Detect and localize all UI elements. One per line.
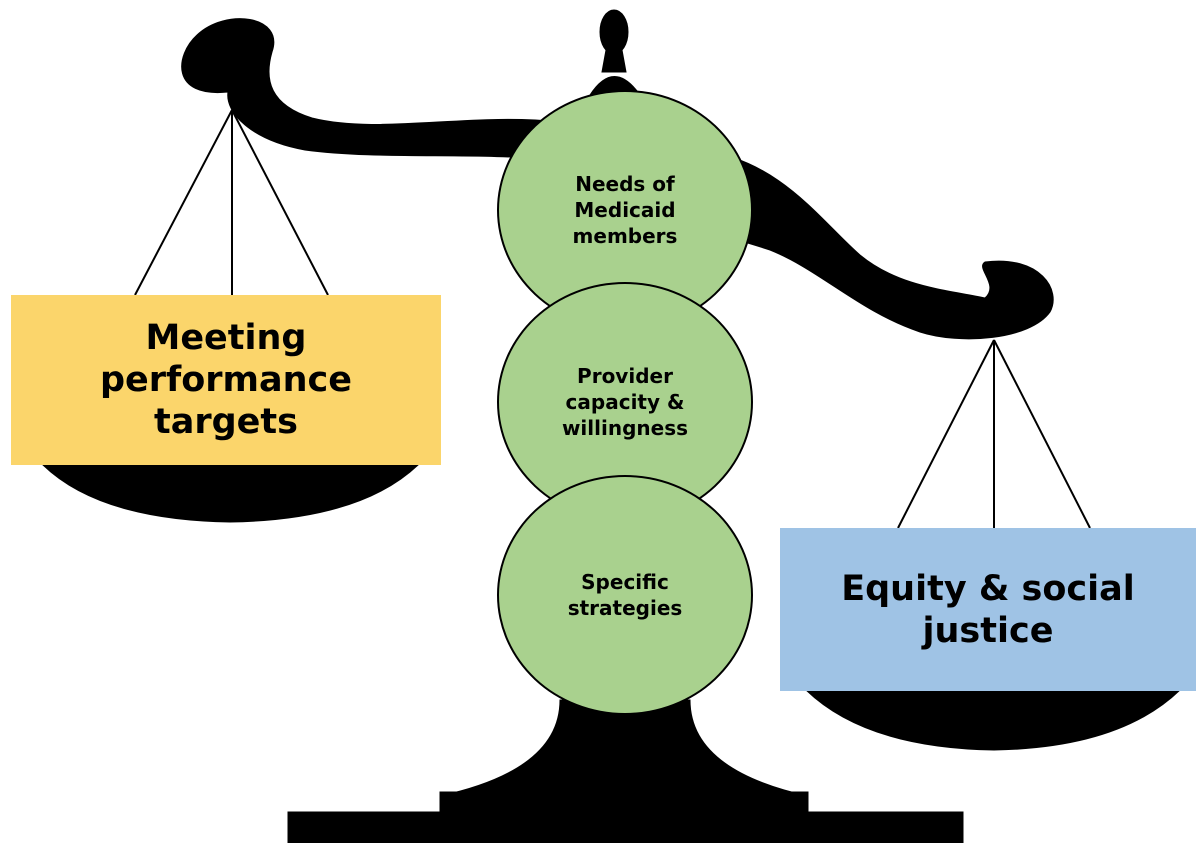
left-pan-label-box: Meeting performance targets — [11, 295, 441, 465]
scale-beam-right — [689, 149, 1054, 340]
scale-pan-right — [804, 689, 1182, 751]
right-string-1 — [897, 339, 995, 529]
scale-base-bottom — [287, 811, 964, 843]
scale-pan-left — [41, 464, 420, 523]
fulcrum-circle-label: Specific strategies — [567, 570, 683, 620]
right-pan-label: Equity & social justice — [841, 568, 1135, 651]
fulcrum-circle-label: Needs of Medicaid members — [572, 172, 678, 248]
scale-strings — [134, 109, 1091, 696]
scale-finial — [599, 9, 629, 55]
right-pan-label-box: Equity & social justice — [780, 528, 1196, 691]
fulcrum-circle-label: Provider capacity & willingness — [561, 364, 689, 440]
left-pan-label: Meeting performance targets — [99, 318, 353, 442]
scale-silhouette — [41, 9, 1182, 843]
scale-pillar — [439, 699, 809, 797]
right-string-3 — [993, 339, 1091, 529]
scale-beam-left — [181, 18, 561, 161]
left-string-1 — [134, 109, 233, 296]
fulcrum-circle-strategies: Specific strategies — [497, 475, 753, 715]
left-string-3 — [231, 109, 329, 296]
scale-finial-neck — [601, 49, 627, 73]
